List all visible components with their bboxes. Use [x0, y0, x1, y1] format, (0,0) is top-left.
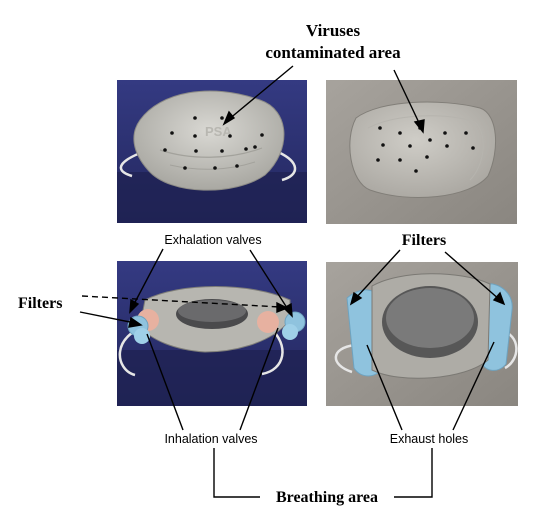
photo-top-right	[326, 80, 517, 224]
bracket-breathing-left	[213, 448, 260, 498]
annotation-lines	[79, 65, 506, 498]
line-exhaust-left	[366, 344, 403, 431]
label-breathing-area: Breathing area	[276, 489, 378, 506]
arrow-filters-right-right	[444, 251, 501, 301]
arrowhead-filters-right-right	[492, 291, 506, 306]
arrowhead-virus-left	[222, 110, 236, 126]
bracket-breathing-right	[394, 448, 433, 498]
mask-logo: PSA	[205, 124, 232, 139]
arrowhead-filters-dashed	[276, 301, 289, 314]
arrow-filters-right-left	[354, 249, 401, 300]
label-exhalation-valves: Exhalation valves	[164, 233, 261, 247]
title-line-1: Viruses	[306, 21, 361, 40]
arrow-filters-dashed	[81, 295, 281, 308]
photo-top-left: PSA	[117, 80, 307, 223]
line-inhalation-right	[239, 327, 279, 431]
arrowhead-exhalation-left	[129, 298, 140, 314]
title-line-2: contaminated area	[265, 43, 401, 62]
line-inhalation-left	[146, 333, 184, 431]
arrowhead-filters-right-left	[349, 291, 363, 306]
filter-pad-right	[282, 311, 306, 340]
label-filters-right: Filters	[402, 232, 446, 249]
contamination-dots-top-left	[163, 116, 264, 170]
arrow-exhalation-left	[132, 248, 164, 307]
label-exhaust-holes: Exhaust holes	[390, 432, 469, 446]
photo-bottom-right	[326, 262, 518, 406]
arrow-virus-left	[227, 65, 294, 121]
arrow-exhalation-right	[249, 249, 290, 312]
contamination-dots-top-right	[376, 126, 475, 173]
label-inhalation-valves: Inhalation valves	[164, 432, 257, 446]
arrow-virus-right	[393, 69, 422, 128]
label-filters-left: Filters	[18, 295, 62, 312]
arrow-filters-solid	[79, 311, 136, 324]
arrowhead-virus-right	[413, 119, 425, 134]
line-exhaust-right	[452, 341, 495, 431]
arrowhead-filters-solid	[128, 316, 143, 328]
